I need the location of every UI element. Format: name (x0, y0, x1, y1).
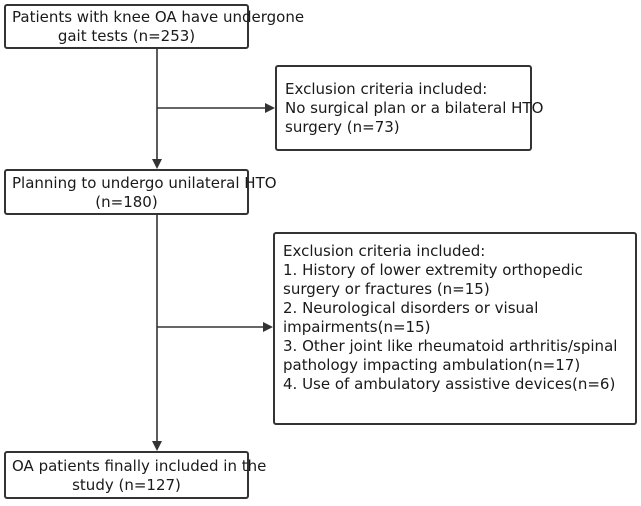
exclusion-2-line-8: 4. Use of ambulatory assistive devices(n… (283, 375, 616, 393)
exclusion-2-line-4: 2. Neurological disorders or visual (283, 299, 539, 317)
exclusion-1-line-2: No surgical plan or a bilateral HTO (285, 99, 544, 117)
box-initial-patients: Patients with knee OA have undergone gai… (4, 4, 305, 49)
exclusion-2-line-6: 3. Other joint like rheumatoid arthritis… (283, 337, 618, 355)
exclusion-2-line-1: Exclusion criteria included: (283, 242, 486, 260)
exclusion-1-line-3: surgery (n=73) (285, 118, 400, 136)
box-final-included: OA patients finally included in the stud… (4, 451, 267, 499)
box-planning-unilateral-hto: Planning to undergo unilateral HTO (n=18… (4, 169, 277, 215)
box-initial-line-2: gait tests (n=253) (57, 27, 196, 45)
box-planning-line-1: Planning to undergo unilateral HTO (12, 174, 277, 192)
exclusion-2-line-5: impairments(n=15) (283, 318, 431, 336)
box-initial-line-1: Patients with knee OA have undergone (12, 8, 305, 26)
box-exclusion-2: Exclusion criteria included: 1. History … (273, 232, 637, 425)
box-planning-line-2: (n=180) (95, 193, 158, 211)
box-exclusion-1: Exclusion criteria included: No surgical… (275, 65, 544, 151)
box-final-line-1: OA patients finally included in the (12, 457, 267, 475)
box-final-line-2: study (n=127) (72, 476, 181, 494)
exclusion-2-line-2: 1. History of lower extremity orthopedic (283, 261, 583, 279)
exclusion-2-line-3: surgery or fractures (n=15) (283, 280, 490, 298)
exclusion-1-line-1: Exclusion criteria included: (285, 80, 488, 98)
exclusion-2-line-7: pathology impacting ambulation(n=17) (283, 356, 581, 374)
